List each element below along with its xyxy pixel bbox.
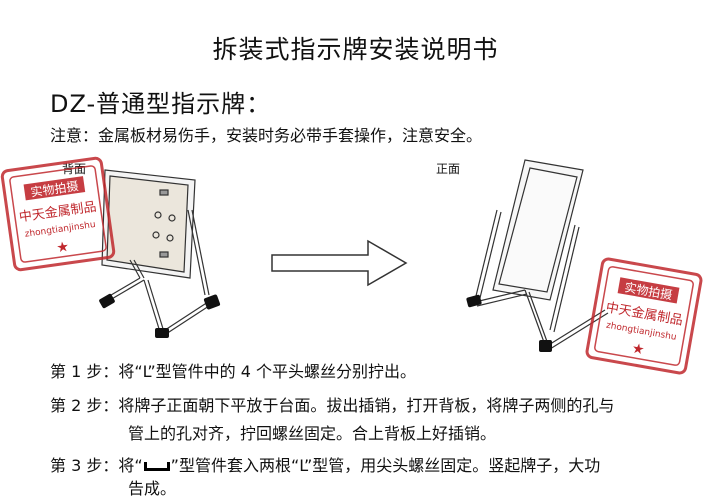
back-view-illustration — [99, 169, 221, 338]
watermark-stamp: 实物拍摄 中天金属制品 zhongtianjinshu ★ — [0, 156, 116, 272]
front-view-illustration — [466, 159, 609, 352]
step-1: 第 1 步：将“L”型管件中的 4 个平头螺丝分别拧出。 — [50, 362, 416, 381]
step-2-continued: 管上的孔对齐，拧回螺丝固定。合上背板上好插销。 — [128, 424, 497, 443]
step-3-continued: 告成。 — [128, 479, 177, 498]
svg-text:★: ★ — [631, 341, 646, 359]
product-subtitle: DZ-普通型指示牌： — [50, 90, 272, 118]
front-view-label: 正面 — [436, 162, 461, 176]
svg-text:实物拍摄: 实物拍摄 — [30, 178, 80, 200]
step-3-prefix: 第 3 步：将“ — [50, 456, 143, 475]
step-3: 第 3 步：将“ ”型管件套入两根“L”型管，用尖头螺丝固定。竖起牌子，大功 — [50, 452, 600, 480]
arrow-right-icon — [271, 239, 408, 287]
page-title: 拆装式指示牌安装说明书 — [212, 35, 499, 64]
step-2: 第 2 步：将牌子正面朝下平放于台面。拔出插销，打开背板，将牌子两侧的孔与 — [50, 396, 615, 415]
watermark-stamp: 实物拍摄 中天金属制品 zhongtianjinshu ★ — [585, 257, 703, 375]
step-3-suffix: ”型管件套入两根“L”型管，用尖头螺丝固定。竖起牌子，大功 — [170, 456, 601, 475]
svg-text:★: ★ — [55, 239, 70, 257]
safety-notice: 注意：金属板材易伤手，安装时务必带手套操作，注意安全。 — [50, 126, 483, 145]
u-shaped-tube-icon — [143, 462, 170, 471]
